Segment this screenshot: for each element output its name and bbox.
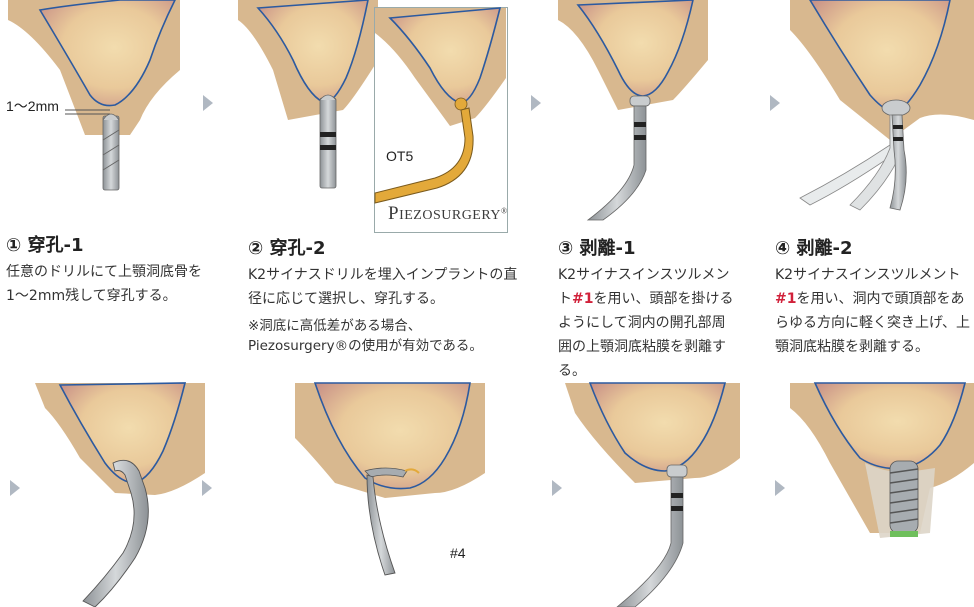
step-1-title: ① 穿孔-1 — [6, 231, 84, 257]
inset-label-ot5: OT5 — [386, 148, 413, 164]
piezosurgery-logo: PIEZOSURGERY® — [388, 203, 508, 225]
step-3-text: K2サイナスインスツルメント#1を用い、頭部を掛けるようにして洞内の開孔部周囲の… — [558, 263, 734, 383]
label-1-2mm: 1〜2mm — [6, 96, 59, 116]
step-2-note: ※洞底に高低差がある場合、Piezosurgery®の使用が有効である。 — [248, 316, 518, 356]
panel-3-illustration — [558, 0, 708, 220]
step-1-text: 任意のドリルにて上顎洞底骨を1〜2mm残して穿孔する。 — [6, 260, 206, 308]
step-2-text: K2サイナスドリルを埋入インプラントの直径に応じて選択し、穿孔する。 — [248, 263, 528, 311]
arrow-right-icon — [552, 480, 562, 496]
panel-5-illustration — [35, 383, 205, 607]
instrument-4-label: #4 — [450, 545, 466, 561]
panel-8-illustration — [790, 383, 974, 553]
implant — [890, 461, 918, 537]
panel-7-illustration — [565, 383, 740, 607]
step-2-title: ② 穿孔-2 — [248, 234, 326, 260]
arrow-right-icon — [531, 95, 541, 111]
step-3-title: ③ 剥離-1 — [558, 234, 636, 260]
inset-illustration — [375, 8, 506, 198]
arrow-right-icon — [770, 95, 780, 111]
panel-2-illustration — [238, 0, 378, 195]
arrow-right-icon — [10, 480, 20, 496]
step-4-text: K2サイナスインスツルメント#1を用い、洞内で頭頂部をあらゆる方向に軽く突き上げ… — [775, 263, 971, 359]
arrow-right-icon — [775, 480, 785, 496]
arrow-right-icon — [202, 480, 212, 496]
step-4-title: ④ 剥離-2 — [775, 234, 853, 260]
arrow-right-icon — [203, 95, 213, 111]
panel-4-illustration — [790, 0, 974, 215]
